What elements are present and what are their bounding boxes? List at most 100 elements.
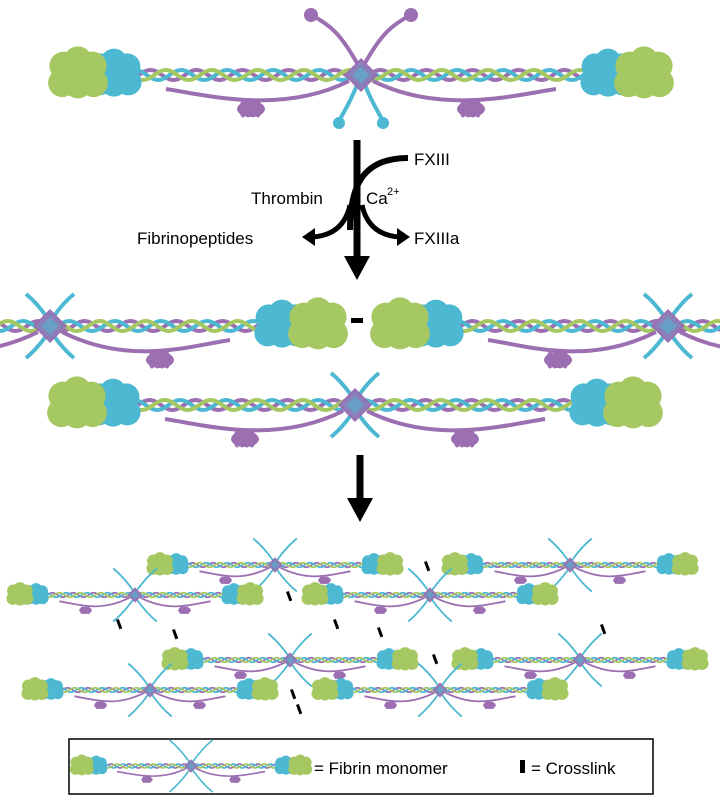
alpha-c-tether-right (434, 596, 506, 608)
legend: = Fibrin monomer = Crosslink (68, 738, 654, 795)
blob-lobe (243, 588, 257, 602)
second-arrow-head (347, 498, 373, 522)
alpha-c-domain-left (79, 606, 92, 615)
knob-stub-bl (127, 693, 149, 718)
alpha-c-domain-left (219, 576, 232, 585)
alpha-c-domain-left (141, 776, 153, 783)
d-domain-gamma-left (451, 647, 479, 671)
knob-lobe (179, 606, 183, 615)
knob-lobe (387, 701, 391, 710)
knob-lobe (163, 351, 171, 369)
d-domain-gamma-left (161, 647, 189, 671)
knob-lobe (237, 671, 241, 680)
knob-stub-tr (670, 292, 694, 318)
knob-stub-tl (557, 632, 579, 657)
d-domain-gamma-right (236, 582, 264, 606)
blob-lobe (618, 390, 648, 420)
d-domain-gamma-right (288, 754, 313, 776)
knob-stub-tl (267, 632, 289, 657)
knob-lobe (153, 351, 161, 369)
knob-lobe (453, 430, 461, 448)
knob-stub-tl (112, 567, 134, 592)
central-e-core (131, 591, 139, 599)
knob-lobe (254, 100, 262, 118)
knob-lobe (382, 606, 386, 615)
protofibril (0, 292, 720, 448)
alpha-c-tether-right (584, 661, 656, 673)
knob-lobe (222, 576, 226, 585)
knob-lobe (469, 100, 477, 118)
fxiii-curve (347, 155, 409, 231)
knob-lobe (321, 576, 325, 585)
knob-lobe (458, 430, 466, 448)
knob-stub-tr (357, 371, 381, 397)
central-e-core (576, 656, 584, 664)
knob-lobe (463, 430, 471, 448)
blob-lobe (13, 588, 27, 602)
alpha-c-domain-left (231, 430, 259, 448)
knob-lobe (194, 701, 198, 710)
knob-lobe (375, 606, 379, 615)
knob-lobe (515, 576, 519, 585)
blob-lobe (62, 390, 92, 420)
fibrin-monomer (47, 371, 663, 448)
alpha-c-domain-left (524, 671, 537, 680)
d-domain-gamma-left (21, 677, 49, 701)
knob-stub-br (151, 693, 173, 718)
knob-stub-br (276, 568, 298, 593)
blob-lobe (548, 683, 562, 697)
knob-lobe (201, 701, 205, 710)
alpha-c-tether-left (354, 596, 426, 608)
d-domain-gamma-left (301, 582, 329, 606)
knob-lobe (220, 576, 224, 585)
knob-lobe (621, 576, 625, 585)
knob-lobe (525, 671, 529, 680)
knob-lobe (519, 576, 523, 585)
fibrinopeptide-b-arm-right (363, 84, 385, 122)
knob-lobe (532, 671, 536, 680)
fibrin-monomer (161, 632, 419, 688)
knob-lobe (181, 606, 185, 615)
knob-lobe (227, 576, 231, 585)
central-e-core (566, 561, 574, 569)
d-domain-gamma-right (376, 552, 404, 576)
alpha-c-domain-left (374, 606, 387, 615)
knob-lobe (626, 671, 630, 680)
alpha-c-domain-right (473, 606, 486, 615)
d-domain-gamma-right (614, 46, 674, 99)
alpha-c-domain-left (544, 351, 572, 369)
blob-lobe (28, 683, 42, 697)
fibrin-monomer (0, 292, 348, 369)
knob-stub-tl (127, 662, 149, 687)
knob-lobe (319, 576, 323, 585)
alpha-c-tether-left (487, 330, 657, 354)
network-crosslink (376, 626, 384, 638)
knob-lobe (464, 100, 472, 118)
central-e-core (146, 686, 154, 694)
d-domain-beta-left (86, 48, 142, 97)
alpha-c-domain-right (318, 576, 331, 585)
network-crosslink (423, 560, 431, 572)
main-arrow-head (344, 256, 370, 280)
alpha-c-tether-right (154, 691, 226, 703)
blob-lobe (385, 311, 415, 341)
blob-lobe (168, 653, 182, 667)
alpha-c-tether-right (139, 596, 211, 608)
knob-lobe (529, 671, 533, 680)
alpha-c-tether-left (504, 661, 576, 673)
knob-stub-tl (329, 371, 353, 397)
knob-stub-tl (168, 739, 191, 763)
d-domain-gamma-left (441, 552, 469, 576)
knob-stub-tl (547, 537, 569, 562)
knob-lobe (379, 606, 383, 615)
alpha-c-tether-left (59, 596, 131, 608)
knob-lobe (198, 701, 202, 710)
blob-lobe (458, 653, 472, 667)
knob-stub-tr (151, 662, 173, 687)
fxiiia-label: FXIIIa (414, 229, 460, 248)
knob-stub-tr (431, 567, 453, 592)
d-domain-gamma-right (391, 647, 419, 671)
fibrinopeptides-arrowhead (302, 228, 315, 246)
